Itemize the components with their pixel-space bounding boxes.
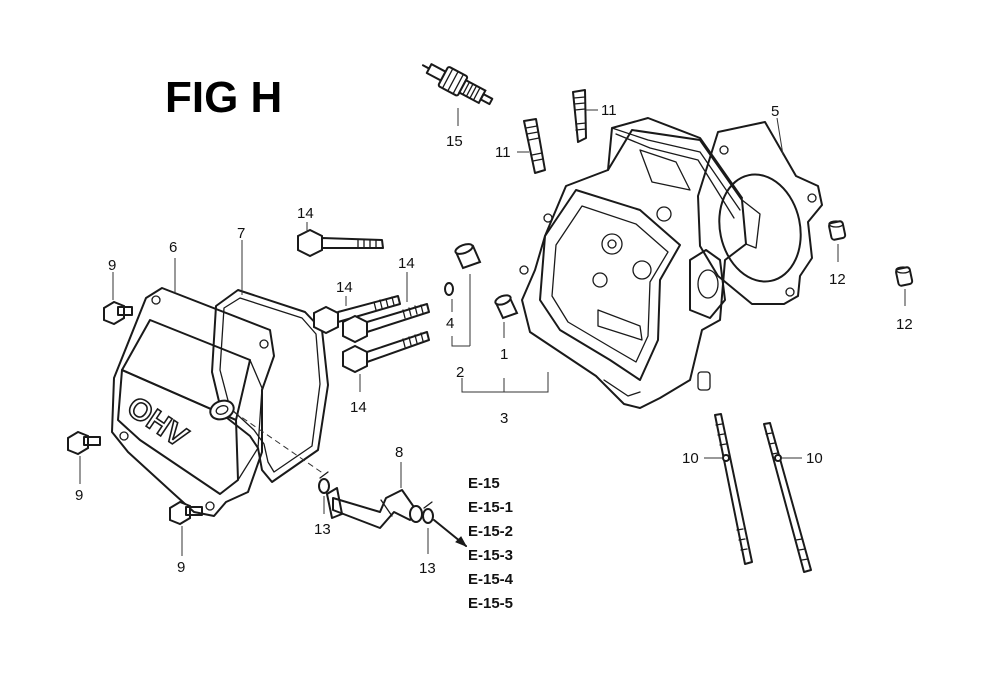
reference-code: E-15 <box>468 475 500 492</box>
callout-7: 7 <box>237 225 245 242</box>
reference-code: E-15-4 <box>468 571 514 588</box>
callout-9-upper: 9 <box>108 257 116 274</box>
reference-code: E-15-1 <box>468 499 513 516</box>
callout-13-right: 13 <box>419 560 436 577</box>
callout-9-lower: 9 <box>177 559 185 576</box>
o-ring <box>444 282 454 296</box>
hose-clamp-1 <box>318 471 330 494</box>
spark-plug <box>421 63 494 106</box>
callout-14-middle: 14 <box>336 279 353 296</box>
cover-gasket <box>211 289 329 483</box>
callout-11-lower: 11 <box>495 144 511 161</box>
callout-12-right: 12 <box>896 316 913 333</box>
callout-15: 15 <box>446 133 463 150</box>
dowel-pin-1 <box>828 220 847 241</box>
callout-2: 2 <box>456 364 464 381</box>
callout-14-bottom: 14 <box>350 399 367 416</box>
flange-bolt-3 <box>169 500 203 526</box>
callout-12-left: 12 <box>829 271 846 288</box>
flange-bolt-1 <box>103 300 133 326</box>
long-stud-2 <box>763 422 812 573</box>
reference-list: E-15 E-15-1 E-15-2 E-15-3 E-15-4 E-15-5 <box>468 475 514 612</box>
reference-code: E-15-2 <box>468 523 513 540</box>
head-bolt-4 <box>342 331 430 374</box>
breather-tube <box>326 487 423 529</box>
head-cover: OHV <box>111 287 275 517</box>
reference-code: E-15-3 <box>468 547 513 564</box>
stud-bolt-lower <box>523 118 546 174</box>
callout-8: 8 <box>395 444 403 461</box>
dowel-pin-2 <box>895 266 914 287</box>
cylinder-head <box>519 117 761 409</box>
head-gasket <box>697 121 823 305</box>
stud-bolt-upper <box>572 89 587 143</box>
valve-guide-1 <box>494 294 519 320</box>
callout-14-top: 14 <box>297 205 314 222</box>
callout-14-right: 14 <box>398 255 415 272</box>
cover-lettering: OHV <box>121 390 193 454</box>
callout-1: 1 <box>500 346 508 363</box>
figure-title: FIG H <box>165 73 282 122</box>
head-bolt-1 <box>297 228 384 258</box>
callout-5: 5 <box>771 103 779 120</box>
callout-13-left: 13 <box>314 521 331 538</box>
valve-guide-2 <box>454 243 482 270</box>
callout-10-left: 10 <box>682 450 699 467</box>
head-bolt-3 <box>342 303 430 344</box>
callout-3: 3 <box>500 410 508 427</box>
callout-10-right: 10 <box>806 450 823 467</box>
hose-clamp-2 <box>422 501 434 524</box>
long-stud-1 <box>714 413 753 565</box>
callout-6: 6 <box>169 239 177 256</box>
reference-code: E-15-5 <box>468 595 513 612</box>
flange-bolt-2 <box>67 430 101 456</box>
head-bolt-2 <box>313 295 401 335</box>
callout-4: 4 <box>446 315 454 332</box>
callout-9-left: 9 <box>75 487 83 504</box>
callout-11-upper: 11 <box>601 102 617 119</box>
